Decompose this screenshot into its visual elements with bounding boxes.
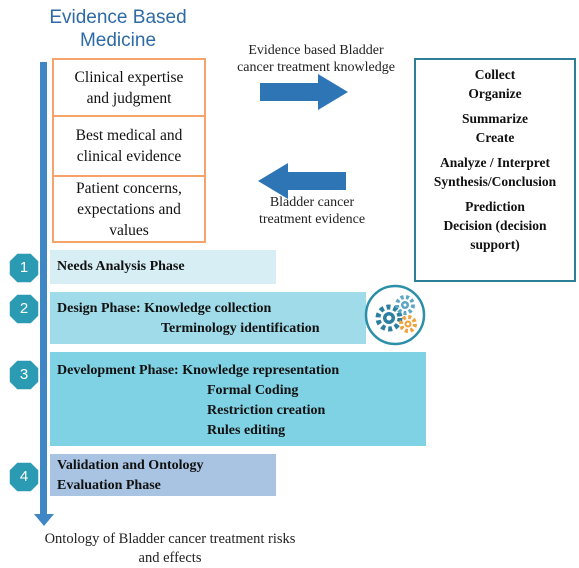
title-line-2: Medicine: [79, 30, 157, 51]
knowledge-step-group: Analyze / Interpret Synthesis/Conclusion: [416, 153, 574, 191]
phase-1-bar: Needs Analysis Phase: [50, 250, 276, 284]
ebm-box-line: Patient concerns,: [76, 179, 182, 197]
knowledge-step: Synthesis/Conclusion: [433, 174, 557, 189]
arrow-left-label-line: treatment evidence: [258, 212, 366, 227]
phase-4-badge: 4: [8, 461, 40, 493]
down-arrow-icon: [34, 514, 54, 526]
phase-4-bar: Validation and Ontology Evaluation Phase: [50, 454, 276, 496]
knowledge-step: Organize: [468, 86, 522, 101]
ebm-box-line: expectations and: [77, 200, 181, 218]
phase-1-number: 1: [19, 259, 29, 276]
phase-3-line: Development Phase: Knowledge representat…: [57, 363, 340, 378]
arrow-left-label-line: Bladder cancer: [269, 195, 355, 210]
ontology-output-label: Ontology of Bladder cancer treatment ris…: [0, 530, 340, 568]
phase-3-bar: Development Phase: Knowledge representat…: [50, 352, 426, 446]
ebm-box-best-evidence: Best medical and clinical evidence: [52, 117, 206, 177]
arrow-right-label: Evidence based Bladder cancer treatment …: [218, 42, 414, 76]
phase-2-bar: Design Phase: Knowledge collection Termi…: [50, 292, 366, 344]
phase-2-line: Design Phase: Knowledge collection: [57, 301, 272, 316]
diagram-title: Evidence Based Medicine: [18, 6, 218, 52]
ebm-box-clinical-expertise: Clinical expertise and judgment: [52, 58, 206, 117]
ebm-box-line: Best medical and: [75, 127, 183, 144]
ebm-box-line: and judgment: [86, 89, 172, 107]
process-spine: [40, 62, 47, 517]
ebm-box-line: values: [109, 221, 149, 239]
arrow-left-label: Bladder cancer treatment evidence: [232, 194, 392, 228]
phase-1-badge: 1: [8, 252, 40, 284]
gears-icon: [364, 284, 426, 346]
left-arrow-icon: [258, 163, 346, 199]
phase-4-line: Evaluation Phase: [57, 478, 161, 493]
knowledge-step: support): [470, 237, 520, 252]
right-arrow-icon: [260, 74, 348, 110]
knowledge-step-group: Summarize Create: [416, 109, 574, 147]
arrow-right-label-line: cancer treatment knowledge: [237, 60, 395, 75]
phase-2-number: 2: [19, 300, 29, 317]
knowledge-step: Decision (decision: [443, 218, 547, 233]
phase-3-badge: 3: [8, 359, 40, 391]
ontology-output-line: Ontology of Bladder cancer treatment ris…: [44, 531, 296, 547]
knowledge-step: Create: [475, 130, 515, 145]
ebm-box-patient-concerns: Patient concerns, expectations and value…: [52, 177, 206, 243]
knowledge-step-group: Collect Organize: [416, 65, 574, 103]
phase-2-line: Terminology identification: [161, 321, 320, 336]
phase-3-line: Restriction creation: [207, 403, 326, 418]
ebm-box-line: Clinical expertise: [74, 68, 184, 86]
knowledge-step-group: Prediction Decision (decision support): [416, 197, 574, 254]
ontology-output-line: and effects: [138, 550, 202, 566]
phase-4-number: 4: [19, 468, 29, 485]
knowledge-step: Analyze / Interpret: [440, 155, 550, 170]
knowledge-step: Collect: [474, 67, 516, 82]
phase-3-line: Formal Coding: [207, 383, 299, 398]
knowledge-steps-box: Collect Organize Summarize Create Analyz…: [414, 58, 576, 282]
title-line-1: Evidence Based: [49, 7, 187, 28]
knowledge-step: Prediction: [465, 199, 525, 214]
phase-2-badge: 2: [8, 293, 40, 325]
phase-4-line: Validation and Ontology: [57, 458, 204, 473]
phase-3-number: 3: [19, 366, 29, 383]
ebm-box-line: clinical evidence: [76, 148, 182, 165]
phase-3-line: Rules editing: [207, 423, 286, 438]
arrow-right-label-line: Evidence based Bladder: [248, 43, 384, 58]
phase-1-line: Needs Analysis Phase: [57, 259, 185, 274]
knowledge-step: Summarize: [462, 111, 528, 126]
